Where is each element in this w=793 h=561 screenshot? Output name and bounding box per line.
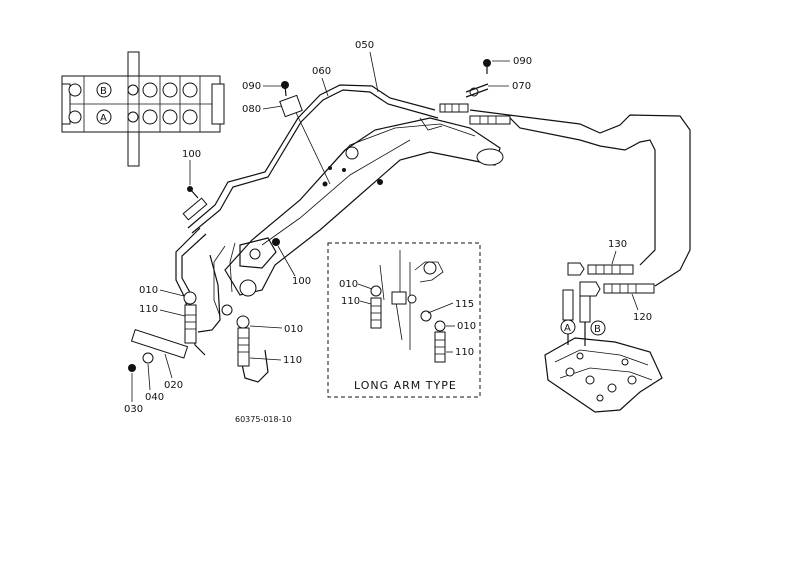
label-100-a: 100 <box>182 149 201 160</box>
label-020: 020 <box>164 380 183 391</box>
label-090-a: 090 <box>242 81 261 92</box>
label-120: 120 <box>633 312 652 323</box>
hydraulic-hoses <box>175 84 691 383</box>
label-040: 040 <box>145 392 164 403</box>
label-130: 130 <box>608 239 627 250</box>
label-010-a: 010 <box>139 285 158 296</box>
control-pattern-block: B A <box>61 51 225 167</box>
label-050: 050 <box>355 40 374 51</box>
label-110-a: 110 <box>139 304 158 315</box>
label-030: 030 <box>124 404 143 415</box>
valve-marker-a: A <box>564 323 571 334</box>
label-070: 070 <box>512 81 531 92</box>
pattern-port-b: B <box>100 86 107 97</box>
control-valve: A B <box>544 289 663 413</box>
inset-label-010-a: 010 <box>339 279 358 290</box>
long-arm-inset: LONG ARM TYPE 010 110 115 010 110 <box>327 242 481 398</box>
boom-top-fittings <box>439 59 511 125</box>
label-010-b: 010 <box>284 324 303 335</box>
valve-marker-b: B <box>594 324 601 335</box>
inset-title: LONG ARM TYPE <box>354 379 457 392</box>
boom-outline <box>213 99 504 317</box>
inset-label-115: 115 <box>455 299 474 310</box>
drawing-code: 60375-018-10 <box>235 415 292 424</box>
label-100-b: 100 <box>292 276 311 287</box>
label-090-b: 090 <box>513 56 532 67</box>
label-060: 060 <box>312 66 331 77</box>
label-080: 080 <box>242 104 261 115</box>
part-callouts: 050 060 090 080 090 070 100 100 010 110 … <box>124 40 652 424</box>
inset-label-110-a: 110 <box>341 296 360 307</box>
left-parts <box>128 81 303 372</box>
valve-side-fittings <box>567 262 655 297</box>
label-110-b: 110 <box>283 355 302 366</box>
pattern-port-a: A <box>100 113 107 124</box>
inset-label-010-b: 010 <box>457 321 476 332</box>
inset-label-110-b: 110 <box>455 347 474 358</box>
